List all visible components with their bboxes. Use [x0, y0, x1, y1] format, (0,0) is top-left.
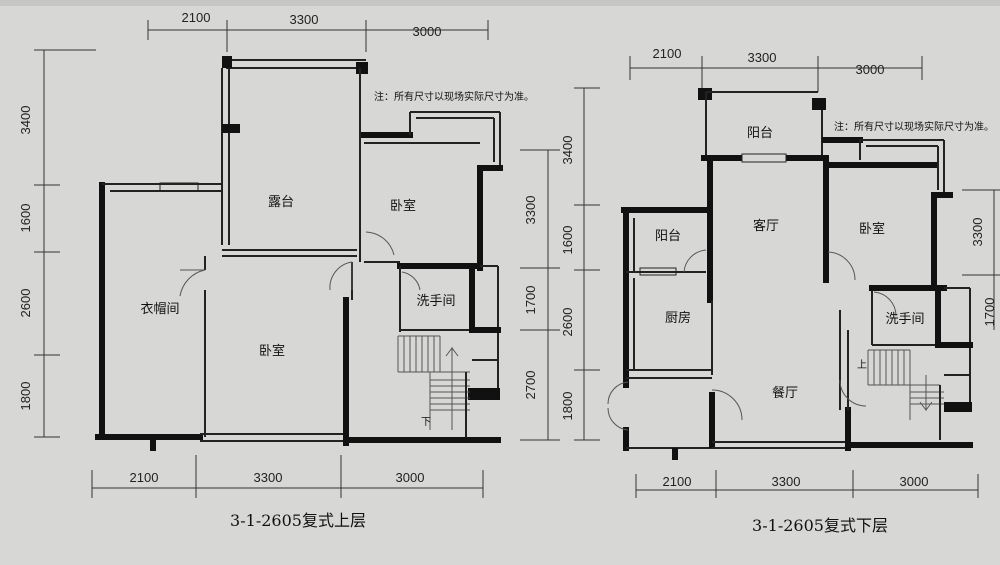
lower-room-balcony-north: 阳台: [747, 126, 773, 141]
upper-top-dimensions: 2100 3300 3000: [147, 10, 489, 52]
upper-dim-left-4: 1800: [18, 382, 33, 411]
upper-right-dimensions: 3300 1700 2700: [520, 149, 560, 441]
lower-dim-left-4: 1800: [560, 392, 575, 421]
upper-staircase: [343, 335, 501, 443]
upper-dim-left-2: 1600: [18, 204, 33, 233]
lower-dim-bottom-2: 3300: [772, 474, 801, 489]
upper-dim-left-1: 3400: [18, 106, 33, 135]
upper-room-bedroom-ne: 卧室: [390, 198, 416, 214]
lower-walls: [607, 88, 973, 460]
upper-bottom-dimensions: 2100 3300 3000: [91, 455, 484, 498]
upper-dim-right-1: 3300: [523, 196, 538, 225]
lower-dim-left-3: 2600: [560, 308, 575, 337]
lower-staircase: [867, 349, 944, 440]
upper-dim-top-2: 3300: [290, 12, 319, 27]
lower-dim-top-2: 3300: [748, 50, 777, 65]
upper-room-bathroom: 洗手间: [416, 294, 455, 309]
lower-right-dimensions: 3300 1700: [962, 189, 1000, 330]
lower-floor-plan: 2100 3300 3000 3400 1600 2600 1800 3300 …: [560, 46, 1000, 535]
upper-left-dimensions: 3400 1600 2600 1800: [18, 49, 96, 438]
lower-stair-up-label: 上: [857, 359, 867, 371]
upper-dim-bottom-1: 2100: [130, 470, 159, 485]
upper-plan-note: 注：所有尺寸以现场实际尺寸为准。: [374, 90, 534, 103]
lower-room-dining: 餐厅: [772, 385, 798, 401]
upper-stair-down-label: 下: [421, 417, 431, 428]
upper-room-cloakroom: 衣帽间: [140, 301, 179, 317]
paper-edge: [0, 0, 1000, 6]
lower-dim-right-1: 3300: [970, 218, 985, 247]
lower-room-kitchen: 厨房: [665, 310, 691, 326]
upper-room-bedroom-main: 卧室: [259, 343, 285, 359]
lower-plan-note: 注：所有尺寸以现场实际尺寸为准。: [834, 120, 994, 133]
upper-dim-top-1: 2100: [182, 10, 211, 25]
lower-dim-left-2: 1600: [560, 226, 575, 255]
upper-dim-left-3: 2600: [18, 289, 33, 318]
lower-plan-caption: 3-1-2605复式下层: [752, 516, 888, 535]
upper-plan-caption: 3-1-2605复式上层: [230, 511, 366, 530]
lower-top-dimensions: 2100 3300 3000: [629, 46, 923, 92]
lower-dim-bottom-3: 3000: [900, 474, 929, 489]
lower-room-living: 客厅: [753, 218, 779, 234]
upper-floor-plan: 2100 3300 3000 3400 1600 2600 1800 3300 …: [18, 10, 560, 530]
lower-room-bathroom: 洗手间: [885, 312, 924, 327]
lower-room-balcony-west: 阳台: [655, 229, 681, 244]
upper-room-terrace: 露台: [268, 195, 294, 210]
upper-dim-right-3: 2700: [523, 371, 538, 400]
lower-dim-left-1: 3400: [560, 136, 575, 165]
upper-dim-right-2: 1700: [523, 286, 538, 315]
upper-dim-top-3: 3000: [413, 24, 442, 39]
lower-bottom-dimensions: 2100 3300 3000: [635, 470, 979, 498]
lower-dim-right-2: 1700: [982, 298, 997, 327]
upper-walls: [95, 56, 503, 451]
lower-dim-top-1: 2100: [653, 46, 682, 61]
lower-room-bedroom: 卧室: [859, 221, 885, 237]
lower-dim-top-3: 3000: [856, 62, 885, 77]
upper-dim-bottom-2: 3300: [254, 470, 283, 485]
lower-left-dimensions: 3400 1600 2600 1800: [560, 87, 600, 441]
lower-dim-bottom-1: 2100: [663, 474, 692, 489]
upper-dim-bottom-3: 3000: [396, 470, 425, 485]
